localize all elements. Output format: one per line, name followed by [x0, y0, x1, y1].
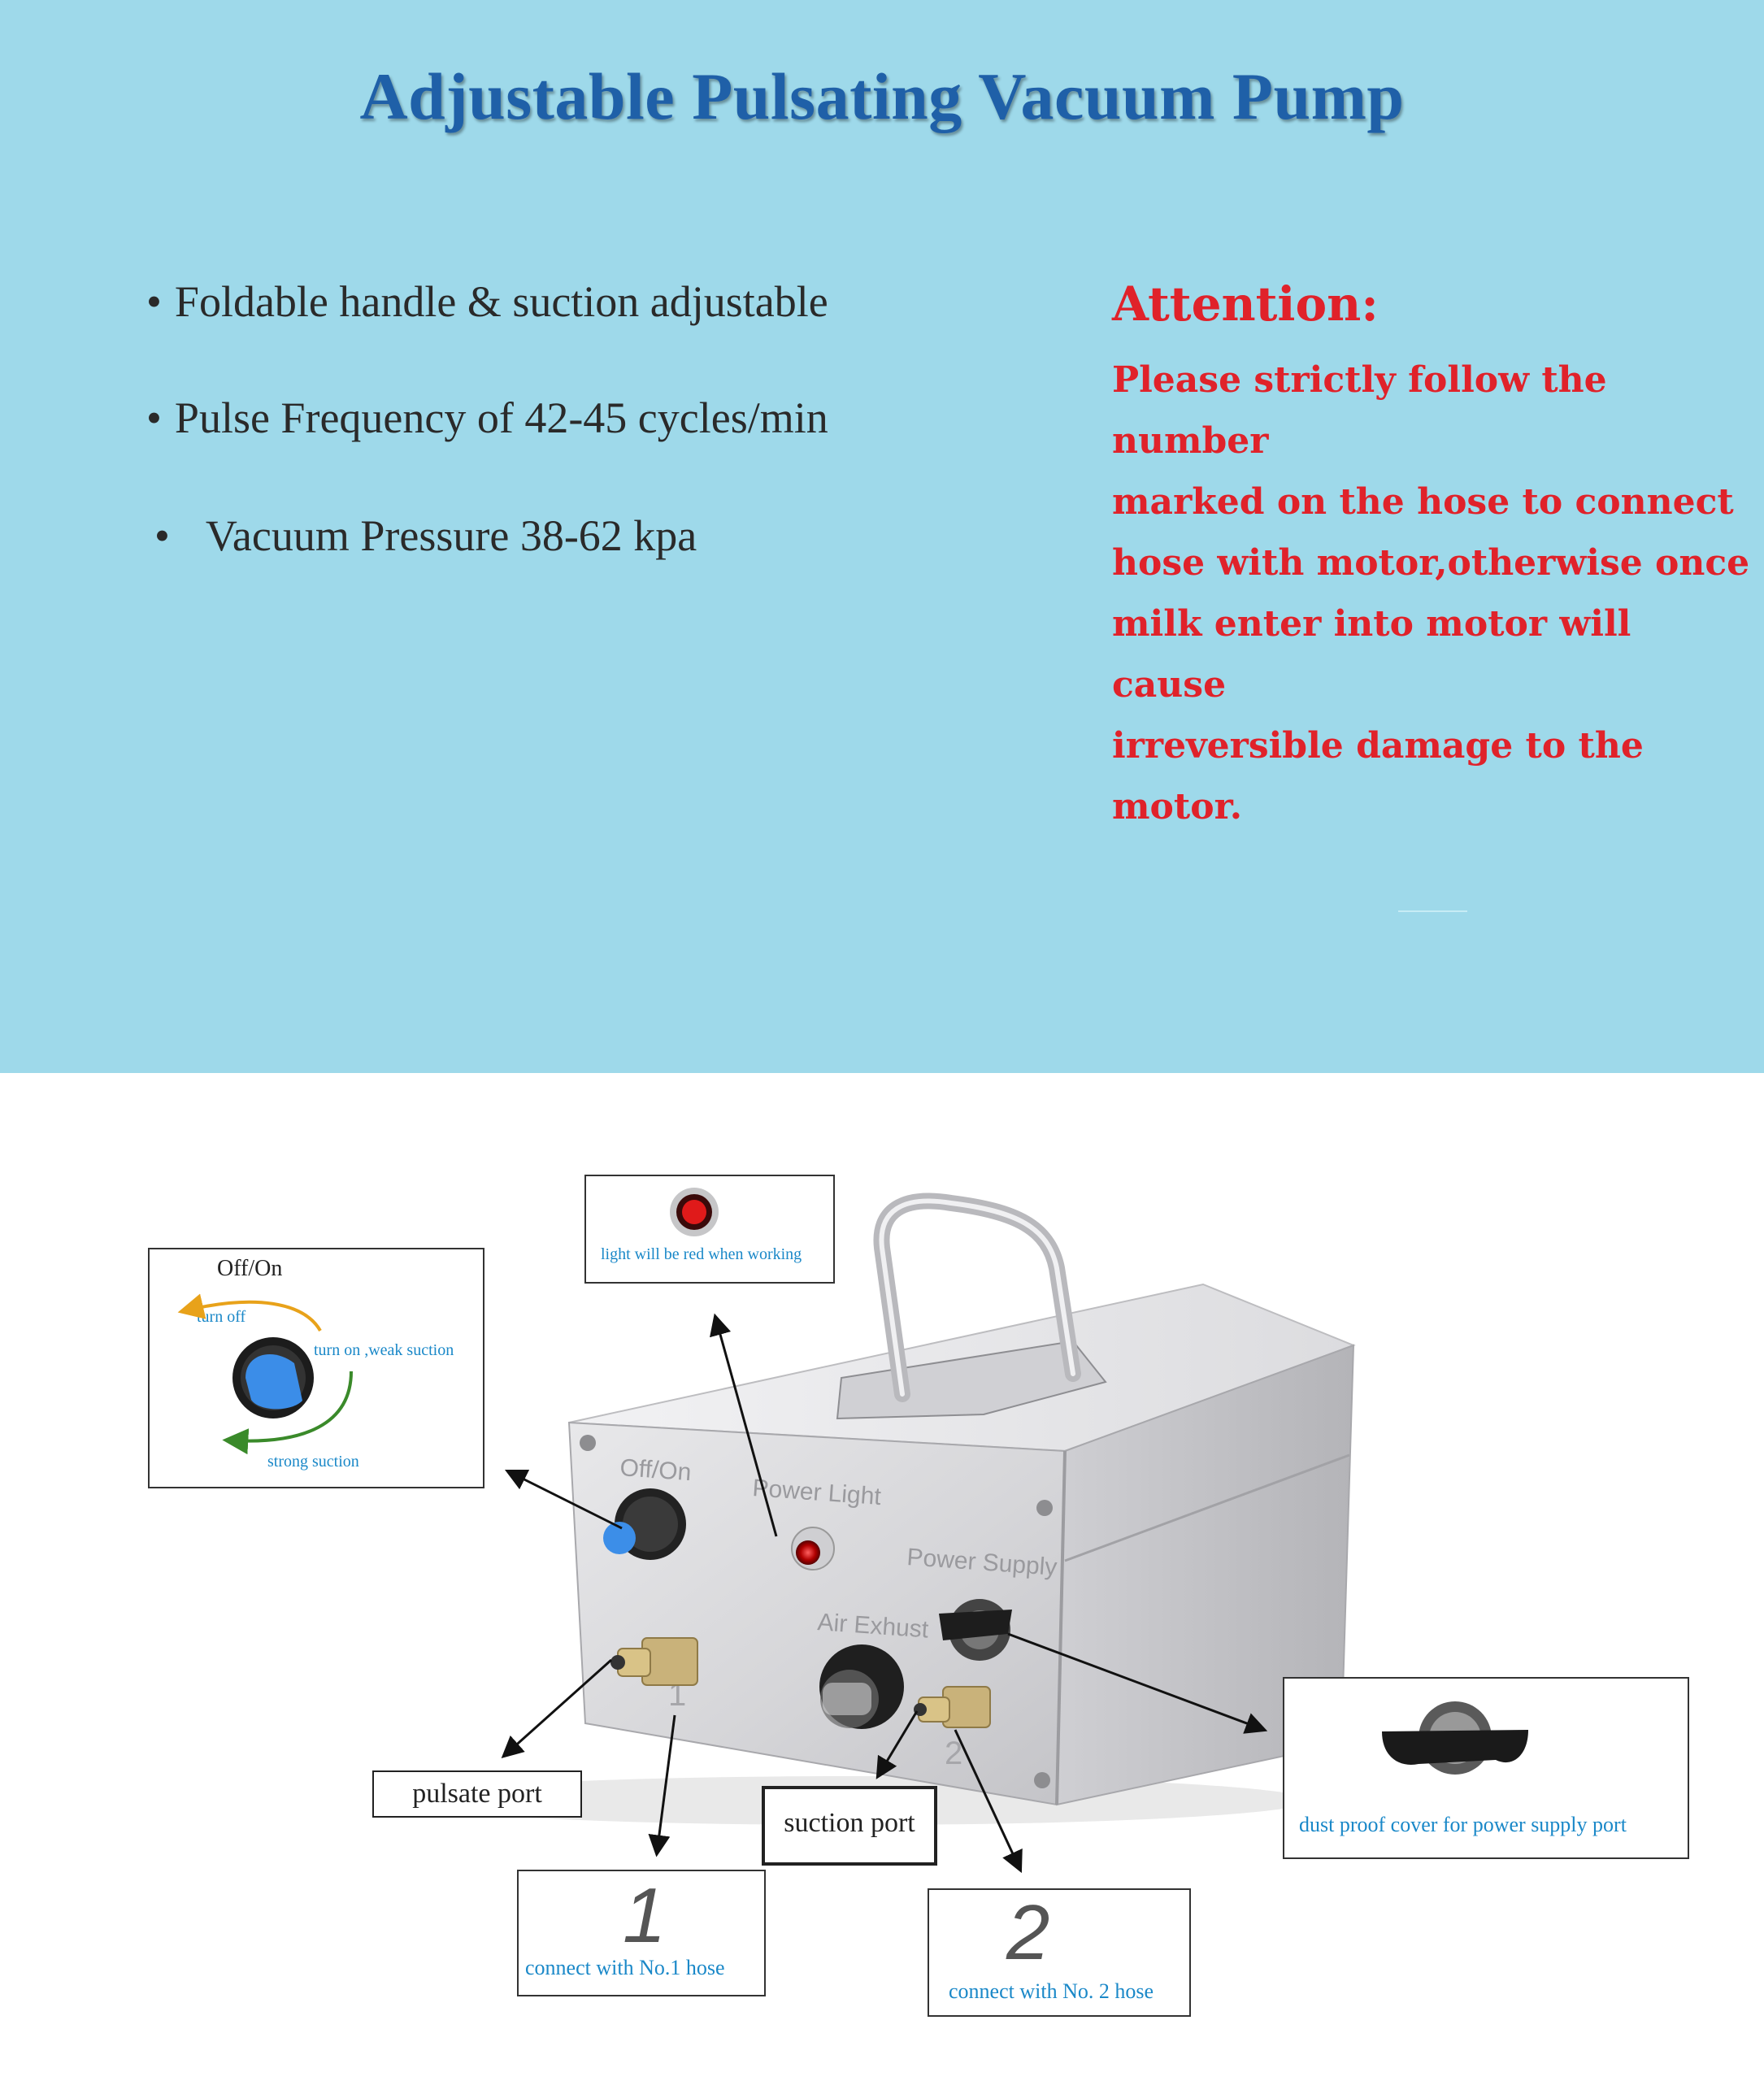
feature-item: •Vacuum Pressure 38-62 kpa — [154, 511, 697, 560]
pump-illustration: Off/On Power Light Power Supply Air Exhu… — [398, 1193, 1356, 1874]
light-callout-text: light will be red when working — [601, 1245, 802, 1263]
label-off-on: Off/On — [619, 1454, 693, 1486]
hose1-text: connect with No.1 hose — [525, 1956, 725, 1979]
switch-callout-heading: Off/On — [217, 1256, 283, 1281]
hose2-text: connect with No. 2 hose — [949, 1979, 1154, 2003]
label-port-2: 2 — [945, 1736, 962, 1771]
attention-title: Attention: — [1112, 276, 1379, 332]
feature-banner: Adjustable Pulsating Vacuum Pump •Foldab… — [0, 0, 1764, 1073]
arrow-icon — [501, 1313, 1268, 1874]
switch-callout: Off/On turn off turn on ,weak suction st… — [148, 1248, 484, 1488]
pulsate-port-label: pulsate port — [372, 1770, 582, 1818]
red-light-detail-icon — [670, 1188, 719, 1236]
suction-port-label: suction port — [762, 1786, 937, 1866]
turn-on-label: turn on ,weak suction — [314, 1341, 454, 1359]
suction-port-fitting[interactable] — [914, 1686, 991, 1728]
hose2-number: 2 — [1006, 1889, 1050, 1976]
air-exhaust-port — [819, 1644, 904, 1729]
hose1-callout: 1 connect with No.1 hose — [517, 1870, 766, 1996]
turn-off-label: turn off — [197, 1308, 246, 1326]
attention-text: Please strictly follow the number marked… — [1112, 359, 1750, 828]
hose1-number: 1 — [623, 1872, 667, 1959]
page-title: Adjustable Pulsating Vacuum Pump — [359, 59, 1405, 133]
product-diagram: Off/On Power Light Power Supply Air Exhu… — [0, 1073, 1764, 2081]
pump-knob-icon[interactable] — [603, 1488, 686, 1560]
strong-suction-label: strong suction — [267, 1453, 359, 1471]
knob-detail-icon — [177, 1293, 353, 1455]
pulsate-port-fitting[interactable] — [610, 1637, 698, 1686]
dust-cover-text: dust proof cover for power supply port — [1299, 1813, 1627, 1836]
power-supply-socket[interactable] — [939, 1599, 1012, 1661]
light-callout: light will be red when working — [584, 1175, 835, 1284]
feature-item: •Foldable handle & suction adjustable — [146, 277, 828, 326]
feature-item: •Pulse Frequency of 42-45 cycles/min — [146, 393, 828, 442]
dust-cover-icon — [1382, 1701, 1528, 1775]
red-light-icon — [791, 1527, 835, 1571]
dust-cover-callout: dust proof cover for power supply port — [1283, 1677, 1689, 1859]
hose2-callout: 2 connect with No. 2 hose — [928, 1888, 1191, 2017]
divider — [1398, 910, 1467, 912]
